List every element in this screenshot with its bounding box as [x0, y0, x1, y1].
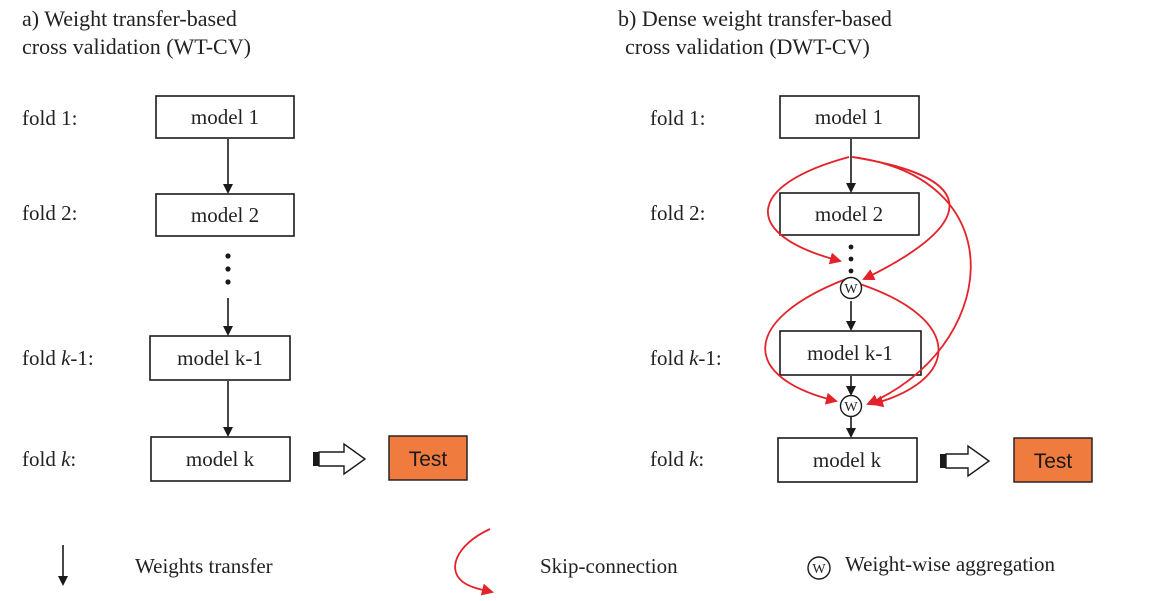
panel-b-fold-2-label: fold 2:	[650, 201, 705, 225]
panel-a-model-k-label: model k	[186, 447, 255, 471]
panel-b-aggregation-node-1: W	[839, 276, 863, 300]
legend-skip-connection-icon	[454, 528, 494, 596]
legend: Weights transfer Skip-connection W Weigh…	[58, 528, 1055, 596]
panel-a-fold-k-label: fold k:	[22, 447, 76, 471]
panel-a-test-label: Test	[409, 448, 448, 471]
panel-a-test-arrow-icon	[313, 442, 367, 476]
panel-b-model-k-minus-1-label: model k-1	[807, 341, 893, 365]
panel-a-model-2-label: model 2	[191, 203, 259, 227]
skip-connection-3	[852, 156, 972, 406]
panel-a-test-box: Test	[388, 435, 468, 481]
legend-aggregation-letter: W	[812, 562, 826, 577]
legend-skip-connection-label: Skip-connection	[540, 554, 678, 578]
panel-b-fold-k-minus-1-label: fold k-1:	[650, 346, 722, 370]
panel-b-model-1-label: model 1	[815, 105, 883, 129]
panel-b-model-2-label: model 2	[815, 202, 883, 226]
legend-weight-wise-aggregation-label: Weight-wise aggregation	[845, 552, 1055, 576]
panel-b-title-line1: b) Dense weight transfer-based	[618, 6, 892, 31]
legend-weights-transfer-label: Weights transfer	[135, 554, 273, 578]
panel-a-fold-2-label: fold 2:	[22, 201, 77, 225]
panel-b-skip-connections	[764, 156, 972, 408]
panel-a-model-k-box: model k	[150, 436, 291, 482]
panel-b-aggregation-node-2: W	[839, 394, 863, 418]
panel-a-title-line1: a) Weight transfer-based	[22, 6, 237, 31]
panel-a-ellipsis	[225, 253, 231, 285]
panel-b-model-2-box: model 2	[779, 192, 920, 236]
panel-b-test-box: Test	[1013, 437, 1093, 483]
aggregation-node-2-letter: W	[844, 400, 858, 415]
panel-b-test-label: Test	[1034, 450, 1073, 473]
panel-a-model-1-box: model 1	[155, 95, 295, 139]
panel-a-fold-1-label: fold 1:	[22, 106, 77, 130]
panel-b-test-arrow-icon	[940, 444, 991, 478]
panel-a: a) Weight transfer-based cross validatio…	[22, 6, 468, 482]
panel-b: b) Dense weight transfer-based cross val…	[618, 6, 1093, 483]
panel-a-fold-k-minus-1-label: fold k-1:	[22, 346, 94, 370]
panel-a-title-line2: cross validation (WT-CV)	[22, 34, 251, 59]
aggregation-node-1-letter: W	[844, 282, 858, 297]
panel-a-model-1-label: model 1	[191, 105, 259, 129]
skip-connection-5	[859, 283, 940, 408]
panel-b-model-k-box: model k	[777, 437, 918, 483]
panel-a-model-k-minus-1-label: model k-1	[177, 346, 263, 370]
panel-b-ellipsis	[848, 244, 854, 274]
panel-b-title-line2: cross validation (DWT-CV)	[625, 34, 870, 59]
panel-b-model-1-box: model 1	[779, 95, 920, 139]
skip-connection-4	[764, 278, 847, 405]
panel-b-fold-k-label: fold k:	[650, 447, 704, 471]
panel-a-model-2-box: model 2	[155, 193, 295, 237]
panel-b-model-k-label: model k	[813, 448, 882, 472]
panel-a-model-k-minus-1-box: model k-1	[149, 335, 291, 381]
panel-b-fold-1-label: fold 1:	[650, 106, 705, 130]
legend-aggregation-icon: W	[807, 556, 831, 580]
panel-b-model-k-minus-1-box: model k-1	[779, 330, 922, 376]
skip-connection-1	[767, 156, 850, 265]
